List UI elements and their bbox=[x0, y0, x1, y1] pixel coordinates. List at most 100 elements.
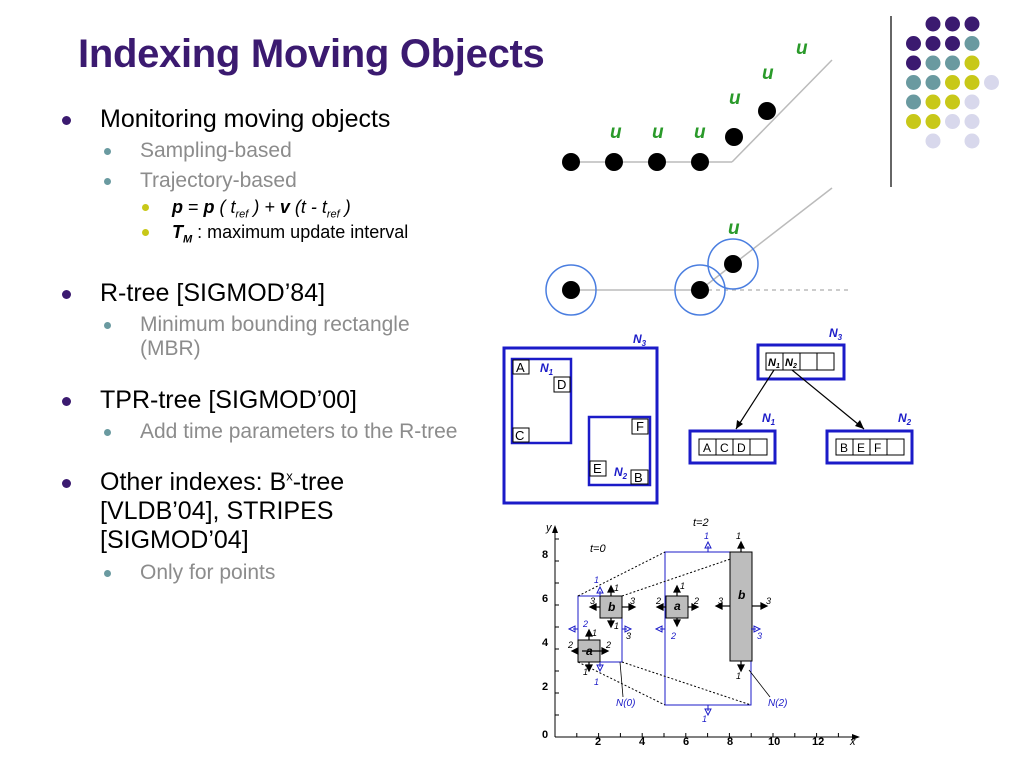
decorative-dot bbox=[925, 114, 941, 129]
decorative-dot bbox=[906, 94, 921, 110]
sample-points bbox=[562, 102, 776, 171]
bullet-only-points: Only for points bbox=[62, 561, 482, 585]
decorative-dot bbox=[925, 133, 941, 149]
update-label-2: u bbox=[652, 122, 664, 143]
tree-root-entry-2: N2 bbox=[785, 357, 797, 370]
bullet-tm: TM : maximum update interval bbox=[62, 222, 482, 246]
bullet-monitoring: Monitoring moving objects bbox=[62, 105, 482, 134]
other-indexes-post: -tree [VLDB’04], STRIPES [SIGMOD’04] bbox=[100, 468, 345, 554]
decorative-dot-pattern bbox=[890, 16, 999, 187]
bullet-list: Monitoring moving objects Sampling-based… bbox=[62, 100, 482, 585]
formula-tpart: (t - t bbox=[289, 197, 327, 217]
decorative-dot bbox=[925, 75, 941, 90]
decorative-dot bbox=[984, 75, 999, 90]
vel-label-b-left-t2: 3 bbox=[718, 596, 723, 606]
label-t2: t=2 bbox=[693, 517, 709, 529]
vel-label-a-right-t0: 2 bbox=[605, 640, 611, 650]
vel-label-b-down-t2: 1 bbox=[736, 671, 741, 681]
tree-n2-label: N2 bbox=[898, 411, 912, 427]
tree-n1-entry-c: C bbox=[720, 441, 729, 455]
label-t0: t=0 bbox=[590, 543, 606, 555]
decorative-dot bbox=[906, 114, 921, 129]
tree-n2-entry-f: F bbox=[874, 441, 881, 455]
n3-label: N3 bbox=[633, 332, 647, 348]
decorative-dot bbox=[925, 94, 941, 110]
bullet-formula: p = p ( tref ) + v (t - tref ) bbox=[62, 197, 482, 220]
vel-label-a-down-t2: 2 bbox=[670, 631, 676, 641]
tick-x-4: 4 bbox=[639, 736, 646, 748]
mbr-n2 bbox=[587, 415, 652, 487]
bullet-time-params: Add time parameters to the R-tree bbox=[62, 420, 482, 444]
decorative-dot bbox=[964, 55, 980, 71]
update-label-3: u bbox=[694, 122, 706, 143]
mbr-figure: N3 N1 N2 A D C F E B N3 N1 N2 N1 N2 A C … bbox=[502, 326, 914, 505]
bullet-rtree: R-tree [SIGMOD’84] bbox=[62, 279, 482, 308]
tree-n1-entry-d: D bbox=[737, 441, 746, 455]
vel-label-n0-down: 1 bbox=[594, 677, 599, 687]
vel-label-n0-left: 2 bbox=[582, 619, 588, 629]
decorative-dot bbox=[945, 16, 960, 32]
tpr-tree-figure: y x 0 2 4 6 8 2 4 6 8 10 12 t=0 t=2 a b … bbox=[542, 517, 860, 748]
vel-label-a-right-t2: 2 bbox=[693, 596, 699, 606]
tree-n2-entry-e: E bbox=[857, 441, 865, 455]
decorative-dot bbox=[945, 36, 960, 51]
tpr-x-axis-label: x bbox=[849, 736, 856, 748]
update-label-4: u bbox=[729, 88, 741, 109]
vel-label-n0-up: 1 bbox=[594, 575, 599, 585]
decorative-dot bbox=[906, 36, 921, 51]
tick-y-2: 2 bbox=[542, 681, 548, 693]
formula-p: p bbox=[172, 197, 183, 217]
object-b-t2 bbox=[729, 551, 753, 662]
vel-label-b-up-t0: 1 bbox=[614, 583, 619, 593]
box-c: C bbox=[515, 428, 524, 443]
formula-mid: ) + bbox=[248, 197, 280, 217]
decorative-dot bbox=[925, 36, 941, 51]
bullet-tprtree: TPR-tree [SIGMOD’00] bbox=[62, 386, 482, 415]
decorative-dot bbox=[964, 75, 980, 90]
trajectory-points bbox=[545, 238, 759, 316]
decorative-dot bbox=[945, 114, 960, 129]
vel-label-a-down-t0: 1 bbox=[583, 667, 588, 677]
vel-label-b-up-t2: 1 bbox=[736, 531, 741, 541]
tick-x-10: 10 bbox=[768, 736, 780, 748]
tree-n1-label: N1 bbox=[762, 411, 776, 427]
sampling-trajectory-figure: u u u u u u u bbox=[545, 38, 852, 316]
update-label-1: u bbox=[610, 122, 622, 143]
decorative-dot bbox=[945, 94, 960, 110]
decorative-dot bbox=[964, 94, 980, 110]
vel-label-n2-right: 3 bbox=[757, 631, 762, 641]
decorative-dot bbox=[906, 55, 921, 71]
n1-label: N1 bbox=[540, 361, 554, 377]
tree-n2-entry-b: B bbox=[840, 441, 848, 455]
tree-root-label: N3 bbox=[829, 326, 843, 342]
decorative-dot bbox=[945, 55, 960, 71]
tm-sub: M bbox=[183, 233, 193, 246]
decorative-dot bbox=[964, 36, 980, 51]
vel-label-n2-up: 1 bbox=[704, 531, 709, 541]
tree-n1-entry-a: A bbox=[703, 441, 711, 455]
tick-y-0: 0 bbox=[542, 729, 548, 741]
object-b-label-t2: b bbox=[738, 588, 745, 602]
vel-label-a-up-t0: 1 bbox=[592, 628, 597, 638]
formula-open: ( t bbox=[214, 197, 236, 217]
decorative-dot bbox=[964, 114, 980, 129]
vel-label-a-up-t2: 1 bbox=[680, 581, 685, 591]
formula-p2: p bbox=[203, 197, 215, 217]
vel-label-n0-right: 3 bbox=[626, 631, 631, 641]
vel-label-a-left-t2: 2 bbox=[655, 596, 661, 606]
decorative-dot bbox=[964, 133, 980, 149]
vel-label-b-right-t2: 3 bbox=[766, 596, 771, 606]
tick-y-6: 6 bbox=[542, 593, 548, 605]
tick-x-12: 12 bbox=[812, 736, 824, 748]
label-n0-time: N(0) bbox=[616, 698, 635, 709]
update-label-5: u bbox=[762, 63, 774, 84]
slide-title: Indexing Moving Objects bbox=[78, 32, 545, 76]
tpr-y-axis-label: y bbox=[545, 522, 553, 534]
decorative-dot bbox=[964, 16, 980, 32]
box-f: F bbox=[636, 419, 644, 434]
formula-eq: = bbox=[183, 197, 204, 217]
bullet-sampling: Sampling-based bbox=[62, 139, 482, 163]
tick-x-8: 8 bbox=[727, 736, 733, 748]
mbr-n1 bbox=[510, 357, 573, 445]
bullet-other-indexes: Other indexes: Bx-tree [VLDB’04], STRIPE… bbox=[62, 468, 482, 555]
